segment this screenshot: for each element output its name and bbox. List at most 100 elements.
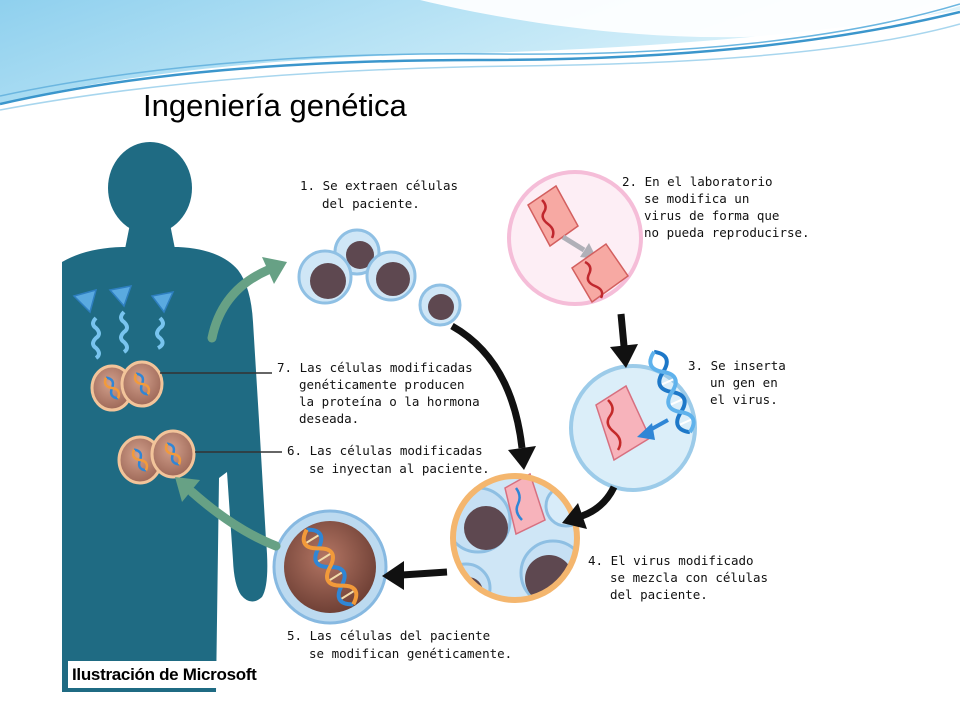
protein-squiggle [91, 316, 101, 360]
silhouette-head [108, 142, 192, 234]
mixing-dish-rim [450, 473, 580, 603]
virus-gene-squiggle [606, 399, 622, 451]
dna-rung [316, 552, 333, 564]
protein-triangle [72, 288, 98, 314]
virus-gene-squiggle [514, 487, 523, 521]
header-wave-highlight [420, 0, 960, 38]
dna-strand [648, 350, 696, 434]
modified-patient-cell [272, 509, 388, 625]
protein-triangle [108, 285, 133, 308]
step-label-line: 6. Las células modificadas [287, 443, 483, 458]
arrow-shaft [401, 568, 448, 579]
step-label-line: se inyectan al paciente. [309, 461, 490, 476]
step-6-label: 6. Las células modificadas se inyectan a… [287, 442, 490, 478]
step-label-line: 3. Se inserta [688, 358, 786, 373]
step-5-label: 5. Las células del paciente se modifican… [287, 627, 512, 663]
step-label-line: del paciente. [322, 196, 420, 211]
lab-virus-circle [507, 170, 643, 306]
step-label-line: se modifica un [644, 191, 750, 206]
step-label-line: 2. En el laboratorio [622, 174, 773, 189]
step-label-line: 7. Las células modificadas [277, 360, 473, 375]
transform-arrow-shaft [561, 234, 586, 253]
dna-rung [677, 417, 694, 427]
modified-cell-pair-injected [117, 429, 196, 485]
arrow-head [610, 344, 638, 368]
step-2-label: 2. En el laboratorio se modifica un viru… [622, 173, 810, 241]
arrow-step-3-to-4 [562, 485, 618, 529]
arrow-step-4-to-5 [382, 561, 448, 590]
dna-rung [659, 377, 676, 387]
human-silhouette [62, 142, 268, 692]
gene-insertion-circle [569, 349, 697, 492]
virus-crystal [527, 184, 579, 248]
extraction-arrow-head [262, 257, 287, 284]
arrow-shaft [580, 485, 618, 520]
insert-arrow-head [637, 423, 655, 440]
arrow-head [382, 561, 404, 590]
step-label-line: el virus. [710, 392, 778, 407]
dna-strand [301, 528, 359, 606]
dna-rung [668, 397, 685, 407]
dna-rung [327, 570, 344, 582]
cell-dna-icon [131, 448, 149, 472]
extracted-cells [297, 228, 462, 327]
dna-rung [304, 533, 321, 545]
arrow-shaft [450, 322, 526, 449]
illustration-credit: Ilustración de Microsoft [68, 661, 274, 688]
secreted-proteins [72, 285, 175, 360]
header-wave-line-mid [0, 3, 960, 97]
extraction-arrow [207, 257, 287, 343]
header-wave-line-dark [0, 10, 960, 106]
arrow-step-2-to-3 [610, 313, 638, 368]
dna-strand [131, 449, 149, 471]
step-label-line: un gen en [710, 375, 778, 390]
arrow-shaft [617, 313, 628, 347]
slide-title: Ingeniería genética [143, 88, 407, 123]
protein-triangle [150, 290, 175, 314]
step-7-label: 7. Las células modificadas genéticamente… [277, 359, 480, 427]
step-label-line: 1. Se extraen células [300, 178, 459, 193]
protein-squiggle [119, 310, 129, 354]
cell-nucleus [346, 241, 374, 269]
cell-nucleus [428, 294, 454, 320]
dna-rung [650, 357, 667, 367]
virus-gene-squiggle [584, 260, 604, 299]
step-label-line: deseada. [299, 411, 360, 426]
injection-arrow-head [175, 477, 200, 502]
silhouette-neck [124, 224, 176, 254]
header-wave-line-light [0, 23, 960, 111]
step-label-line: 5. Las células del paciente [287, 628, 491, 643]
protein-squiggle [155, 316, 165, 350]
cell-dna-icon [133, 372, 151, 396]
cell-dna-icon [164, 442, 182, 466]
inserted-gene-dna [648, 349, 696, 435]
dna-rung [339, 589, 356, 601]
dna-strand [103, 377, 121, 399]
modified-dna [301, 527, 359, 607]
modified-cell-pair-producing [90, 360, 164, 412]
dna-strand [133, 373, 151, 395]
extraction-arrow-shaft [207, 265, 273, 343]
dna-strand [164, 443, 182, 465]
step-label-line: genéticamente producen [299, 377, 465, 392]
arrow-head [508, 446, 536, 470]
step-label-line: se mezcla con células [610, 570, 769, 585]
arrow-head [562, 503, 587, 529]
cell-nucleus [376, 262, 410, 296]
cell-nucleus [464, 506, 508, 550]
injection-arrow [175, 477, 281, 551]
arrow-step-1-to-4 [450, 322, 536, 470]
step-label-line: 4. El virus modificado [588, 553, 754, 568]
virus-gene-squiggle [541, 199, 555, 239]
cell-dna-icon [103, 376, 121, 400]
virus-mixing-circle [450, 472, 580, 603]
step-label-line: no pueda reproducirse. [644, 225, 810, 240]
step-4-label: 4. El virus modificado se mezcla con cél… [588, 552, 768, 603]
step-3-label: 3. Se inserta un gen en el virus. [688, 357, 786, 408]
cell-nucleus [310, 263, 346, 299]
step-label-line: virus de forma que [644, 208, 780, 223]
injection-arrow-shaft [187, 487, 281, 551]
step-label-line: la proteína o la hormona [299, 394, 480, 409]
step-label-line: se modifican genéticamente. [309, 646, 513, 661]
